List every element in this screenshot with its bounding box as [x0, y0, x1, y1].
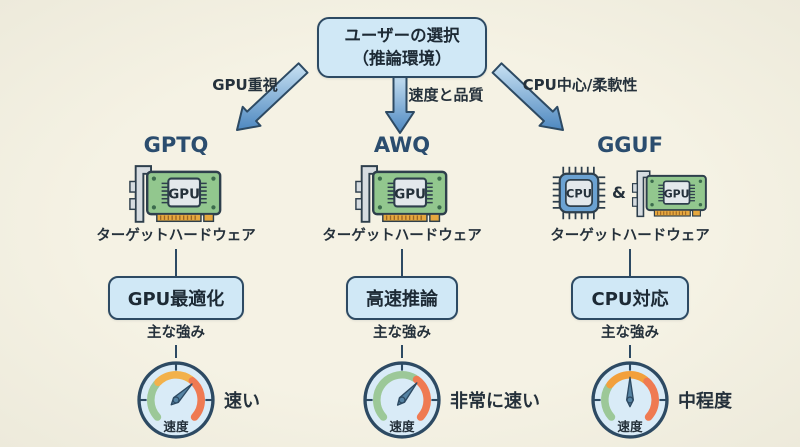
strength-box: CPU対応 — [571, 276, 689, 320]
connector-line — [401, 345, 403, 358]
hardware-icons — [354, 161, 450, 224]
gauge-hub — [626, 396, 634, 404]
gauge-dial-label: 速度 — [617, 419, 643, 434]
gauge-row: 速度 速い — [66, 358, 286, 442]
connector-line — [401, 249, 403, 276]
gpu-card-icon — [128, 162, 224, 224]
gauge-arc-segment — [373, 371, 419, 421]
speed-gauge-holder: 速度 — [134, 358, 218, 442]
speed-gauge-holder: 速度 — [588, 358, 672, 442]
gauge-row: 速度 中程度 — [520, 358, 740, 442]
gauge-arc-segment — [606, 371, 650, 389]
hardware-icons: & — [551, 161, 709, 224]
branch-label-speed-quality: 速度と品質 — [408, 86, 484, 104]
connector-line — [175, 249, 177, 276]
gauge-arc-segment — [412, 375, 431, 421]
strength-label: 主な強み — [147, 325, 205, 341]
gauge-dial-label: 速度 — [163, 419, 189, 434]
connector-line — [629, 249, 631, 276]
speed-gauge: 速度 — [137, 361, 215, 439]
branch-label-gpu-focus: GPU重視 — [212, 76, 278, 94]
column-title: GPTQ — [143, 133, 209, 157]
column-title: GGUF — [597, 133, 663, 157]
gauge-hub — [398, 396, 406, 404]
speed-gauge-holder: 速度 — [360, 358, 444, 442]
ampersand-text: & — [612, 183, 626, 202]
gauge-dial-label: 速度 — [389, 419, 415, 434]
strength-box: 高速推論 — [346, 276, 458, 320]
strength-label: 主な強み — [373, 325, 431, 341]
gauge-hub — [172, 396, 180, 404]
column-title: AWQ — [373, 133, 431, 157]
gauge-row: 速度 非常に速い — [292, 358, 540, 442]
column-gptq: GPTQ ターゲットハードウェア GPU最適化 主な強み 速度 速い — [66, 132, 286, 442]
connector-line — [629, 345, 631, 358]
speed-reading: 非常に速い — [450, 391, 540, 412]
cpu-chip-icon — [551, 165, 607, 221]
connector-line — [175, 345, 177, 358]
hardware-label: ターゲットハードウェア — [550, 228, 710, 244]
hardware-label: ターゲットハードウェア — [322, 228, 482, 244]
root-node-title: ユーザーの選択 — [344, 26, 460, 46]
strength-box: GPU最適化 — [107, 276, 245, 320]
speed-gauge: 速度 — [591, 361, 669, 439]
gauge-arc-segment — [643, 377, 659, 421]
speed-reading: 速い — [224, 391, 260, 412]
column-gguf: GGUF & ターゲットハードウェア CPU対応 主な強み 速度 中程度 — [520, 132, 740, 442]
strength-label: 主な強み — [601, 325, 659, 341]
hardware-icons — [128, 161, 224, 224]
gauge-arc-segment — [188, 377, 205, 421]
gauge-arc-segment — [601, 382, 616, 421]
gauge-arc-segment — [154, 371, 195, 387]
root-node-subtitle: （推論環境） — [352, 48, 452, 68]
gpu-card-icon — [354, 162, 450, 224]
hardware-label: ターゲットハードウェア — [96, 228, 256, 244]
gpu-card-icon — [631, 168, 709, 218]
speed-gauge: 速度 — [363, 361, 441, 439]
column-awq: AWQ ターゲットハードウェア 高速推論 主な強み 速度 非常に速い — [292, 132, 540, 442]
gauge-arc-segment — [147, 380, 162, 421]
branch-label-cpu-flexibility: CPU中心/柔軟性 — [522, 76, 638, 94]
root-node: ユーザーの選択 （推論環境） — [317, 17, 487, 78]
speed-reading: 中程度 — [678, 391, 732, 412]
